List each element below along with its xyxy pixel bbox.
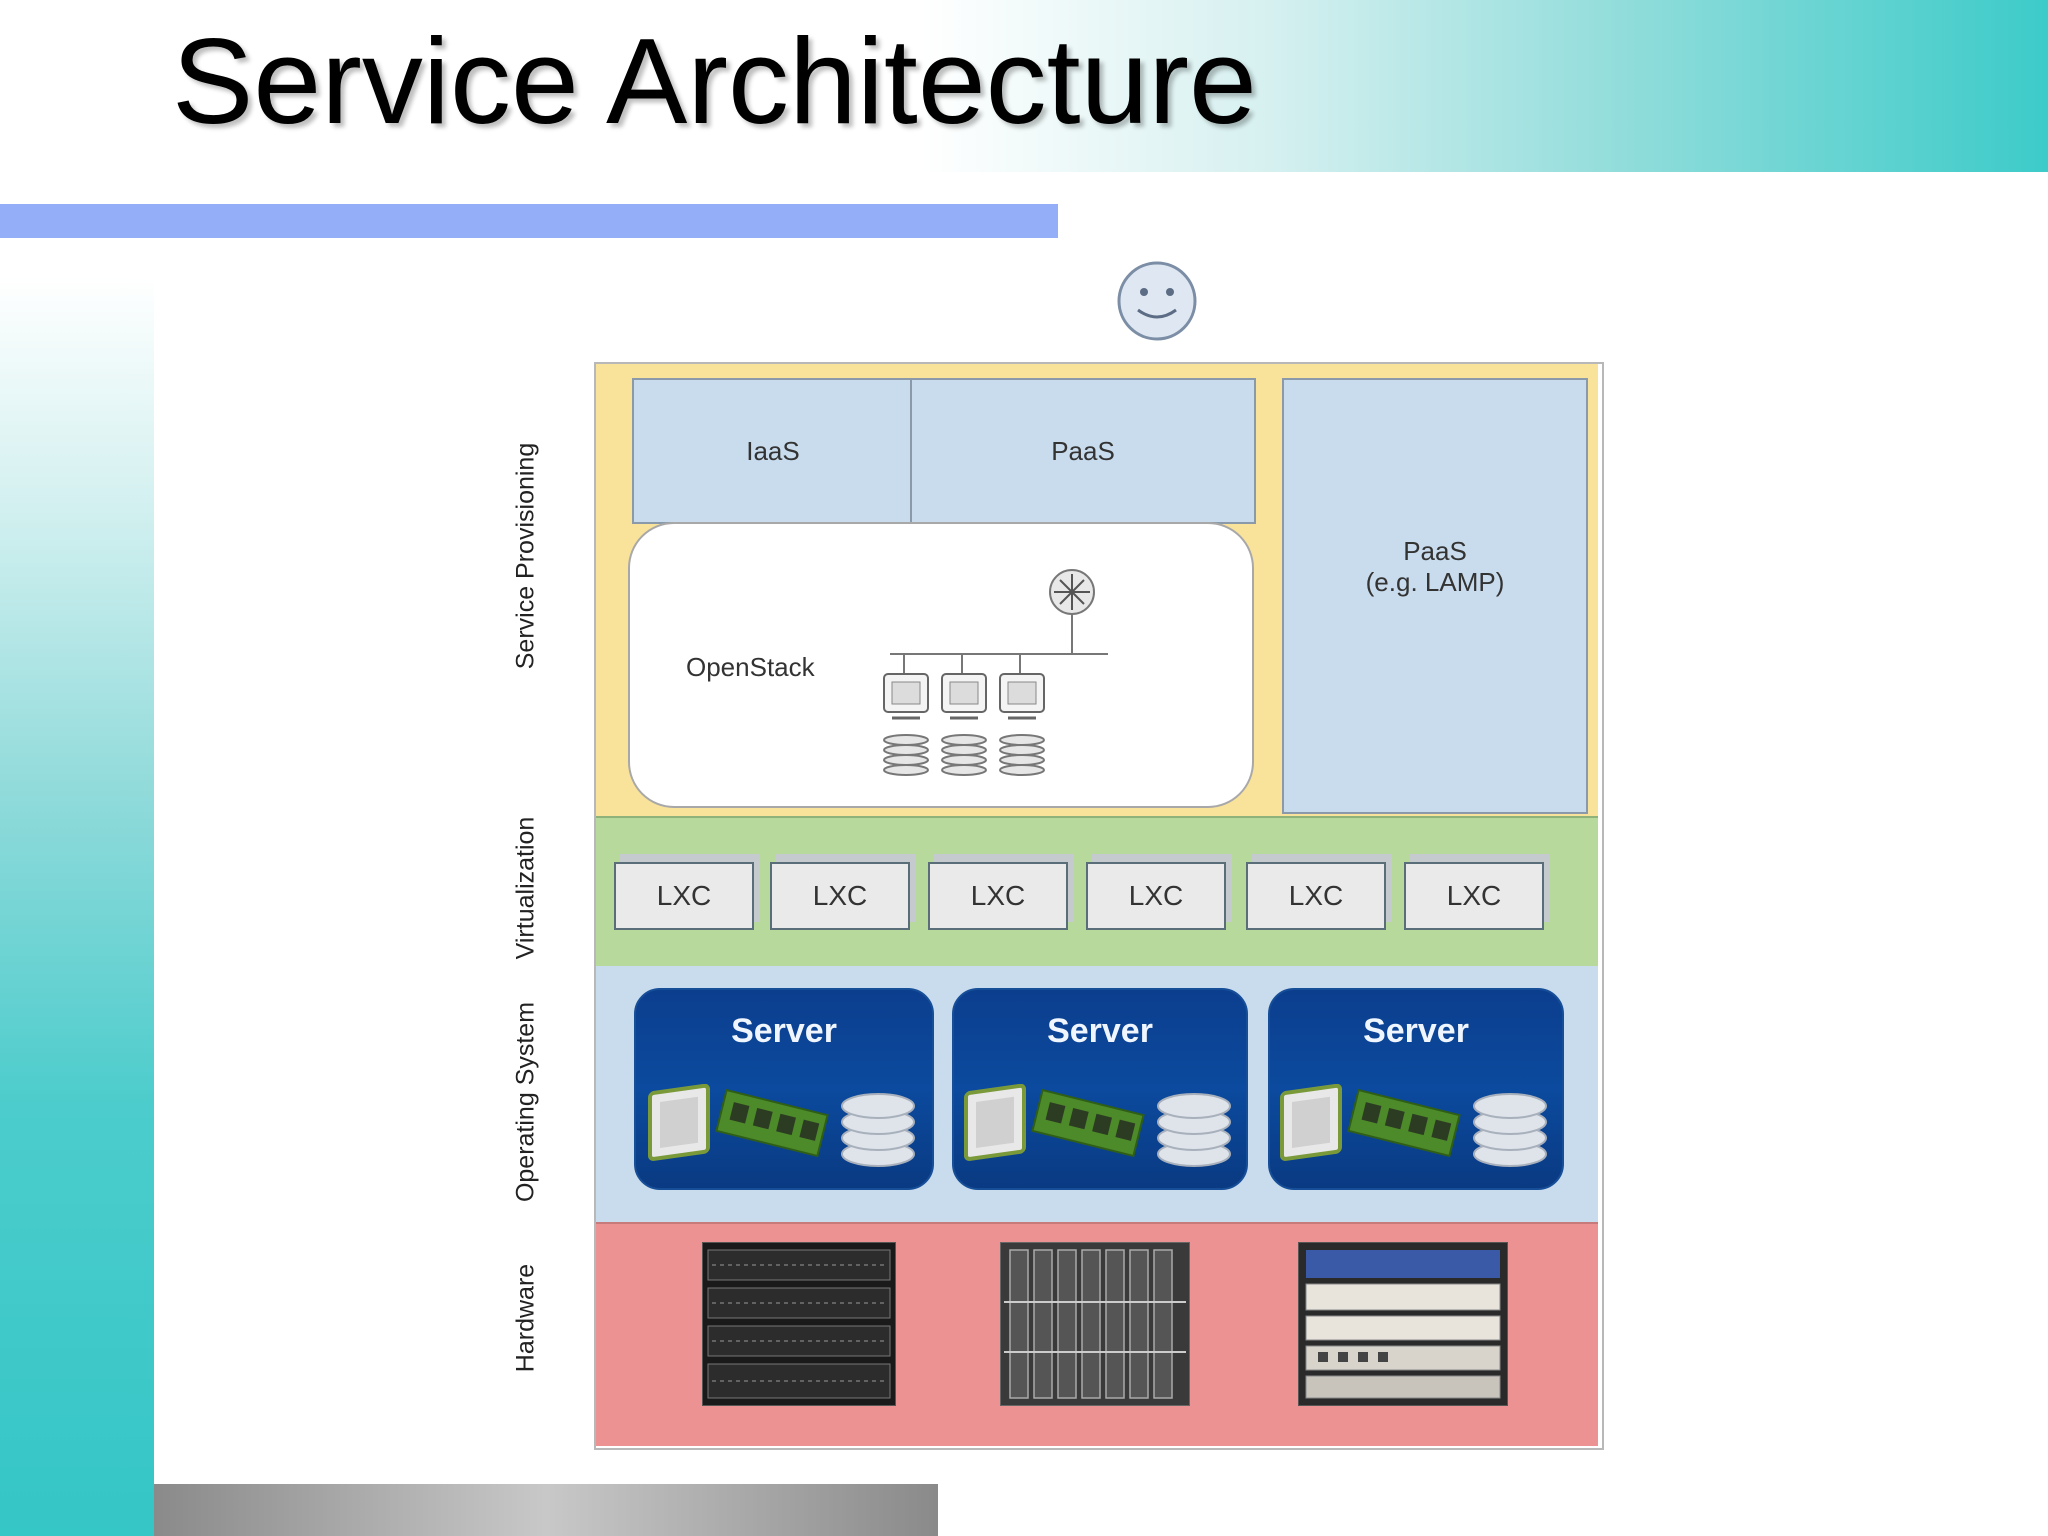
ram-module-icon bbox=[715, 1088, 829, 1158]
monitor-icon bbox=[883, 654, 929, 720]
lxc-container: LXC bbox=[770, 862, 910, 930]
virtualization-layer: LXC LXC LXC LXC LXC LXC bbox=[596, 816, 1598, 968]
server-components-graphic bbox=[964, 1084, 1231, 1167]
database-icon bbox=[999, 734, 1045, 776]
cpu-chip-icon bbox=[1280, 1084, 1342, 1161]
server-components-graphic bbox=[1280, 1084, 1547, 1167]
server-block: Server bbox=[1268, 988, 1564, 1190]
database-icon bbox=[1473, 1093, 1547, 1167]
monitor-icon bbox=[941, 654, 987, 720]
cpu-chip-icon bbox=[648, 1084, 710, 1161]
server-block: Server bbox=[634, 988, 934, 1190]
layer-label-operating-system: Operating System bbox=[511, 1001, 540, 1203]
openstack-panel: OpenStack bbox=[628, 522, 1254, 808]
ram-module-icon bbox=[1031, 1088, 1145, 1158]
router-icon bbox=[1049, 569, 1095, 615]
title-underline-bar bbox=[0, 204, 1058, 238]
lxc-container: LXC bbox=[928, 862, 1068, 930]
footer-bar bbox=[154, 1484, 938, 1536]
server-label: Server bbox=[731, 1012, 837, 1050]
blade-server-rack-icon bbox=[702, 1242, 896, 1406]
iaas-label: IaaS bbox=[746, 436, 800, 466]
paas-lamp-label-1: PaaS bbox=[1403, 536, 1467, 566]
database-icon bbox=[841, 1093, 915, 1167]
lxc-container: LXC bbox=[1404, 862, 1544, 930]
user-smiley-icon bbox=[1117, 261, 1197, 341]
layer-label-service-provisioning: Service Provisioning bbox=[511, 442, 540, 670]
ram-module-icon bbox=[1347, 1088, 1461, 1158]
server-label: Server bbox=[1363, 1012, 1469, 1050]
blade-chassis-icon bbox=[1000, 1242, 1190, 1406]
openstack-cluster-graphic bbox=[883, 569, 1108, 776]
architecture-diagram: IaaS PaaS PaaS (e.g. LAMP) OpenStack bbox=[594, 362, 1604, 1450]
cpu-chip-icon bbox=[964, 1084, 1026, 1161]
layer-label-hardware: Hardware bbox=[511, 1263, 540, 1373]
openstack-label: OpenStack bbox=[686, 652, 815, 682]
paas-box: PaaS bbox=[910, 378, 1256, 524]
network-switch-icon bbox=[1298, 1242, 1508, 1406]
database-icon bbox=[941, 734, 987, 776]
database-icon bbox=[883, 734, 929, 776]
operating-system-layer: Server Server Server bbox=[596, 966, 1598, 1222]
paas-label: PaaS bbox=[1051, 436, 1115, 466]
slide-title: Service Architecture bbox=[172, 13, 1257, 149]
server-components-graphic bbox=[648, 1084, 915, 1167]
title-band bbox=[0, 0, 2048, 172]
lxc-container: LXC bbox=[1246, 862, 1386, 930]
monitor-icon bbox=[999, 654, 1045, 720]
database-icon bbox=[1157, 1093, 1231, 1167]
layer-label-virtualization: Virtualization bbox=[511, 816, 540, 960]
paas-lamp-box: PaaS (e.g. LAMP) bbox=[1282, 378, 1588, 814]
server-block: Server bbox=[952, 988, 1248, 1190]
server-label: Server bbox=[1047, 1012, 1153, 1050]
left-decor-gradient bbox=[0, 0, 154, 1536]
lxc-container: LXC bbox=[614, 862, 754, 930]
iaas-box: IaaS bbox=[632, 378, 914, 524]
provisioning-layer: IaaS PaaS PaaS (e.g. LAMP) OpenStack bbox=[596, 364, 1598, 816]
paas-lamp-label-2: (e.g. LAMP) bbox=[1365, 567, 1505, 597]
hardware-layer bbox=[596, 1222, 1598, 1446]
lxc-container: LXC bbox=[1086, 862, 1226, 930]
